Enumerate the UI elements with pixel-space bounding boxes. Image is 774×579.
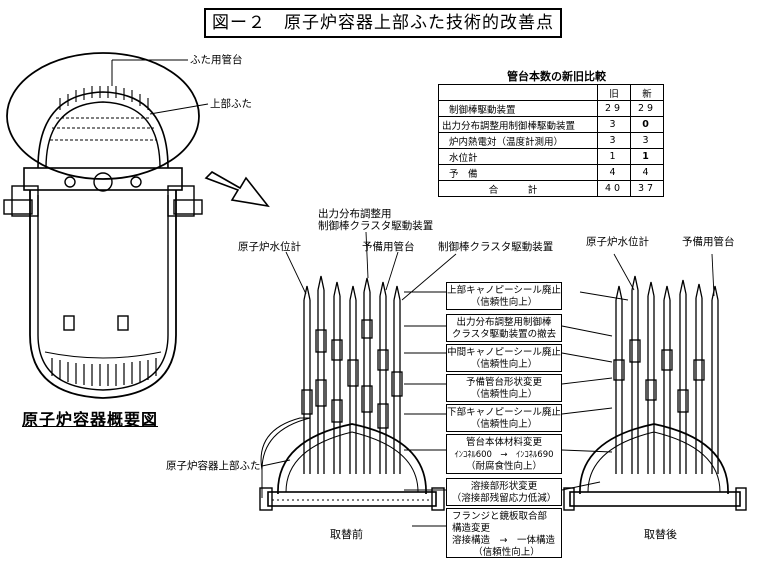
improvement-sub: （信頼性向上） (470, 297, 538, 308)
table-header-blank (438, 84, 598, 101)
reactor-vessel-drawing (3, 52, 209, 399)
row-label: 水位計 (438, 148, 598, 165)
transition-arrow (204, 171, 270, 208)
improvement-flange: フランジと鏡板取合部 構造変更 溶接構造 → 一体構造 （信頼性向上） (446, 508, 562, 558)
improvement-sub: （信頼性向上） (470, 389, 538, 400)
nozzle-label: ふた用管台 (190, 54, 243, 66)
improvement-title: 下部キャノピーシール廃止 (447, 407, 561, 418)
row-old: 1 (597, 148, 631, 165)
after-caption: 取替後 (644, 528, 677, 541)
row-label: 炉内熱電対（温度計測用） (438, 132, 598, 149)
row-label: 予 備 (438, 164, 598, 181)
improvement-sub: （耐腐食性向上） (465, 461, 542, 472)
improvement-sub: 構造変更 (452, 523, 491, 534)
row-new: 0 (630, 116, 664, 133)
table-row: 水位計 1 1 (438, 148, 664, 165)
row-new: 29 (630, 100, 664, 117)
table-row: 出力分布調整用制御棒駆動装置 3 0 (438, 116, 664, 133)
improvement-sub: 溶接構造 → 一体構造 (452, 535, 555, 546)
nozzle-count-table: 旧 新 制御棒駆動装置 29 29 出力分布調整用制御棒駆動装置 3 0 炉内熱… (438, 84, 664, 197)
improvement-title: 中間キャノピーシール廃止 (447, 347, 561, 358)
row-old: 29 (597, 100, 631, 117)
improvement-lower-canopy: 下部キャノピーシール廃止 （信頼性向上） (446, 404, 562, 432)
improvement-cluster-removal: 出力分布調整用制御棒 クラスタ駆動装置の撤去 (446, 314, 562, 342)
improvement-material: 管台本体材料変更 ｲﾝｺﾈﾙ600 → ｲﾝｺﾈﾙ690 （耐腐食性向上） (446, 434, 562, 474)
before-spare-label: 予備用管台 (362, 241, 415, 253)
table-title: 管台本数の新旧比較 (507, 70, 606, 83)
row-new: 37 (630, 180, 664, 197)
improvement-upper-canopy: 上部キャノピーシール廃止 （信頼性向上） (446, 282, 562, 310)
table-row: 炉内熱電対（温度計測用） 3 3 (438, 132, 664, 149)
row-old: 3 (597, 116, 631, 133)
row-label: 制御棒駆動装置 (438, 100, 598, 117)
table-header-new: 新 (630, 84, 664, 101)
before-caption: 取替前 (330, 528, 363, 541)
after-spare-label: 予備用管台 (682, 236, 735, 248)
row-new: 3 (630, 132, 664, 149)
improvement-sub: （信頼性向上） (470, 419, 538, 430)
figure-title: 図ー２ 原子炉容器上部ふた技術的改善点 (204, 8, 562, 38)
table-total-row: 合 計 40 37 (438, 180, 664, 197)
improvement-title: 出力分布調整用制御棒 (456, 317, 552, 328)
before-water-level-label: 原子炉水位計 (238, 241, 301, 253)
row-label: 出力分布調整用制御棒駆動装置 (438, 116, 598, 133)
after-head-drawing (561, 253, 747, 511)
improvement-title: 予備管台形状変更 (465, 377, 542, 388)
improvement-title: フランジと鏡板取合部 (452, 511, 548, 522)
head-label: 原子炉容器上部ふた (166, 460, 261, 472)
row-new: 4 (630, 164, 664, 181)
improvement-middle-canopy: 中間キャノピーシール廃止 （信頼性向上） (446, 344, 562, 372)
improvement-sub: （信頼性向上） (470, 359, 538, 370)
overview-caption: 原子炉容器概要図 (22, 410, 159, 429)
row-new: 1 (630, 148, 664, 165)
row-label: 合 計 (438, 180, 598, 197)
improvement-sub: ｲﾝｺﾈﾙ600 → ｲﾝｺﾈﾙ690 (454, 450, 554, 460)
crdm-label: 制御棒クラスタ駆動装置 (438, 241, 554, 253)
improvement-sub: （信頼性向上） (473, 547, 540, 558)
row-old: 3 (597, 132, 631, 149)
improvement-spare-shape: 予備管台形状変更 （信頼性向上） (446, 374, 562, 402)
table-row: 制御棒駆動装置 29 29 (438, 100, 664, 117)
upper-head-label: 上部ふた (210, 98, 252, 110)
before-head-drawing (259, 231, 457, 527)
cluster-label-bottom: 制御棒クラスタ駆動装置 (318, 220, 434, 232)
table-row: 予 備 4 4 (438, 164, 664, 181)
cluster-label-top: 出力分布調整用 (318, 208, 392, 220)
row-old: 4 (597, 164, 631, 181)
improvement-title: 溶接部形状変更 (470, 481, 538, 492)
row-old: 40 (597, 180, 631, 197)
improvement-title: 管台本体材料変更 (465, 437, 542, 448)
after-water-level-label: 原子炉水位計 (586, 236, 649, 248)
table-header-old: 旧 (597, 84, 631, 101)
improvement-weld-shape: 溶接部形状変更 （溶接部残留応力低減） (446, 478, 562, 506)
improvement-sub: クラスタ駆動装置の撤去 (451, 329, 557, 340)
improvement-title: 上部キャノピーシール廃止 (447, 285, 561, 296)
improvement-sub: （溶接部残留応力低減） (451, 493, 557, 504)
table-header-row: 旧 新 (438, 84, 664, 101)
